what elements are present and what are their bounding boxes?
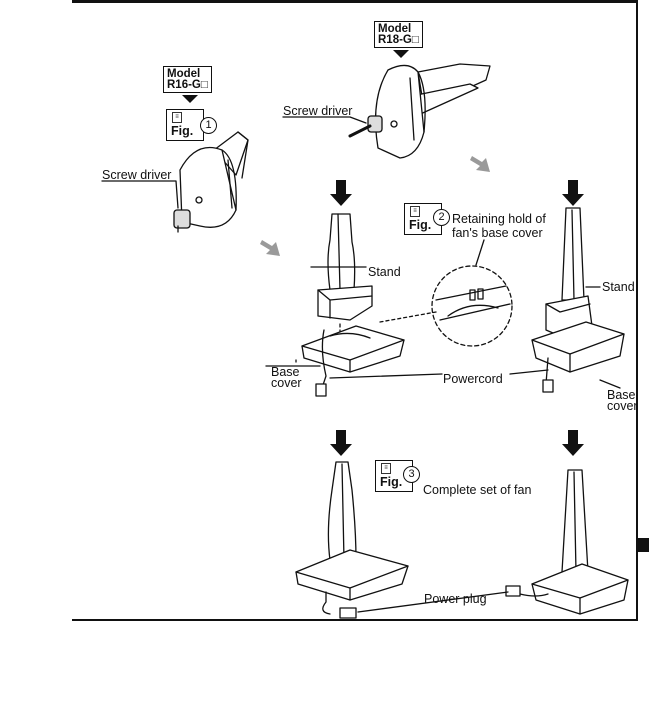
- fig1-number: 1: [200, 117, 217, 134]
- fig3-label: Fig.: [380, 475, 403, 489]
- fig2-caption-line1: Retaining hold of: [452, 212, 546, 226]
- model-r18-badge: Model R18-G□: [374, 21, 423, 48]
- fig2-label: Fig.: [409, 218, 432, 232]
- fig3-book-icon: ≡: [381, 463, 391, 474]
- stand-assembly-right-drawing: [531, 207, 625, 393]
- model-r16-badge: Model R16-G□: [163, 66, 212, 93]
- down-arrows: [330, 180, 584, 456]
- fig1-badge: ≡ Fig.: [166, 109, 204, 141]
- fig1-book-icon: ≡: [172, 112, 182, 123]
- base-cover-label-right-line1: Base: [607, 388, 636, 402]
- top-border-rule: [72, 0, 638, 3]
- model-r16-line1: Model: [167, 68, 201, 80]
- model-r18-line1: Model: [378, 23, 412, 35]
- page-side-tab: [637, 538, 649, 552]
- fan-head-r18-drawing: [348, 63, 491, 159]
- power-plug-label: Power plug: [424, 592, 487, 606]
- model-r18-line2: R18-G□: [378, 34, 419, 46]
- base-cover-label-right-line2: cover: [607, 399, 638, 413]
- screw-driver-label-left: Screw driver: [102, 168, 172, 182]
- stand-assembly-left-drawing: [295, 213, 405, 397]
- fig3-number: 3: [403, 466, 420, 483]
- bottom-border-rule: [72, 619, 638, 621]
- model-r16-line2: R16-G□: [167, 79, 208, 91]
- stand-label-left: Stand: [368, 265, 401, 279]
- fig2-caption-line2: fan's base cover: [452, 226, 543, 240]
- base-cover-label-left-line1: Base: [271, 365, 300, 379]
- fan-head-r16-drawing: [173, 131, 249, 233]
- fig3-caption: Complete set of fan: [423, 483, 532, 497]
- gray-direction-arrows: [260, 156, 490, 256]
- retaining-hold-detail-drawing: [379, 239, 513, 347]
- complete-set-left-drawing: [295, 461, 409, 619]
- screw-driver-label-top: Screw driver: [283, 104, 353, 118]
- fig2-badge: ≡ Fig.: [404, 203, 442, 235]
- model-r18-pointer: [393, 50, 409, 58]
- fig2-number: 2: [433, 209, 450, 226]
- right-border-rule: [636, 0, 638, 620]
- stand-label-right: Stand: [602, 280, 635, 294]
- powercord-label: Powercord: [443, 372, 503, 386]
- complete-set-right-drawing: [505, 469, 629, 615]
- fig2-book-icon: ≡: [410, 206, 420, 217]
- fig1-label: Fig.: [171, 124, 194, 138]
- model-r16-pointer: [182, 95, 198, 103]
- base-cover-label-left-line2: cover: [271, 376, 302, 390]
